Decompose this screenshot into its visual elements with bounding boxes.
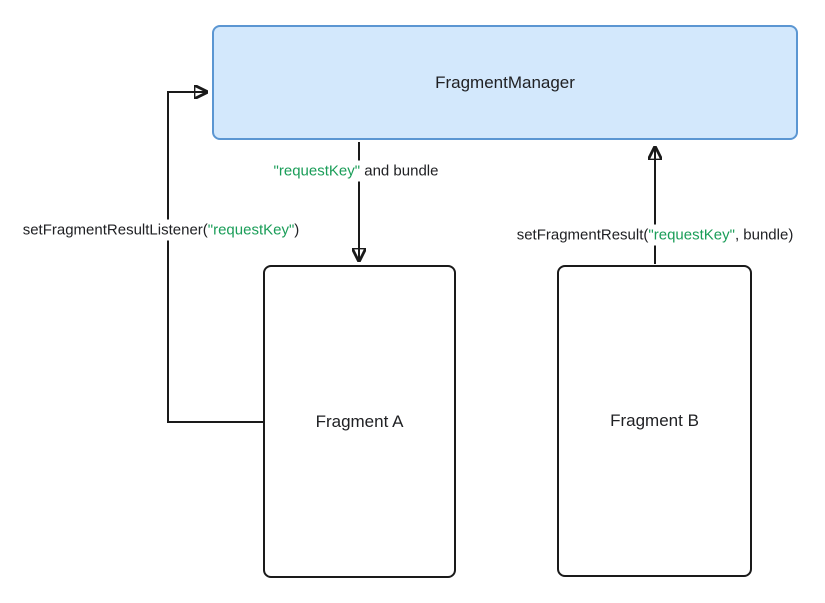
label-set-fragment-result: setFragmentResult("requestKey", bundle) [512,224,798,246]
fragment-a-label: Fragment A [315,411,404,431]
listener-call-prefix: setFragmentResultListener( [22,221,208,239]
label-and-bundle-text: and bundle [360,162,439,180]
result-call-prefix: setFragmentResult( [516,226,649,244]
result-call-suffix: , bundle) [734,226,794,244]
fragment-b-box: Fragment B [557,265,752,577]
fragment-manager-label: FragmentManager [435,72,575,92]
fragment-manager-box: FragmentManager [212,25,798,140]
listener-call-suffix: ) [294,221,300,239]
fragment-a-box: Fragment A [263,265,456,578]
fragment-b-label: Fragment B [610,411,699,430]
label-requestkey-and-bundle: "requestKey" and bundle [269,160,443,182]
requestkey-literal: "requestKey" [648,226,735,244]
arrow-fragment-a-listener-elbow [167,92,263,423]
requestkey-literal: "requestKey" [207,221,295,239]
requestkey-literal: "requestKey" [273,162,361,180]
label-set-fragment-result-listener: setFragmentResultListener("requestKey") [18,219,304,241]
